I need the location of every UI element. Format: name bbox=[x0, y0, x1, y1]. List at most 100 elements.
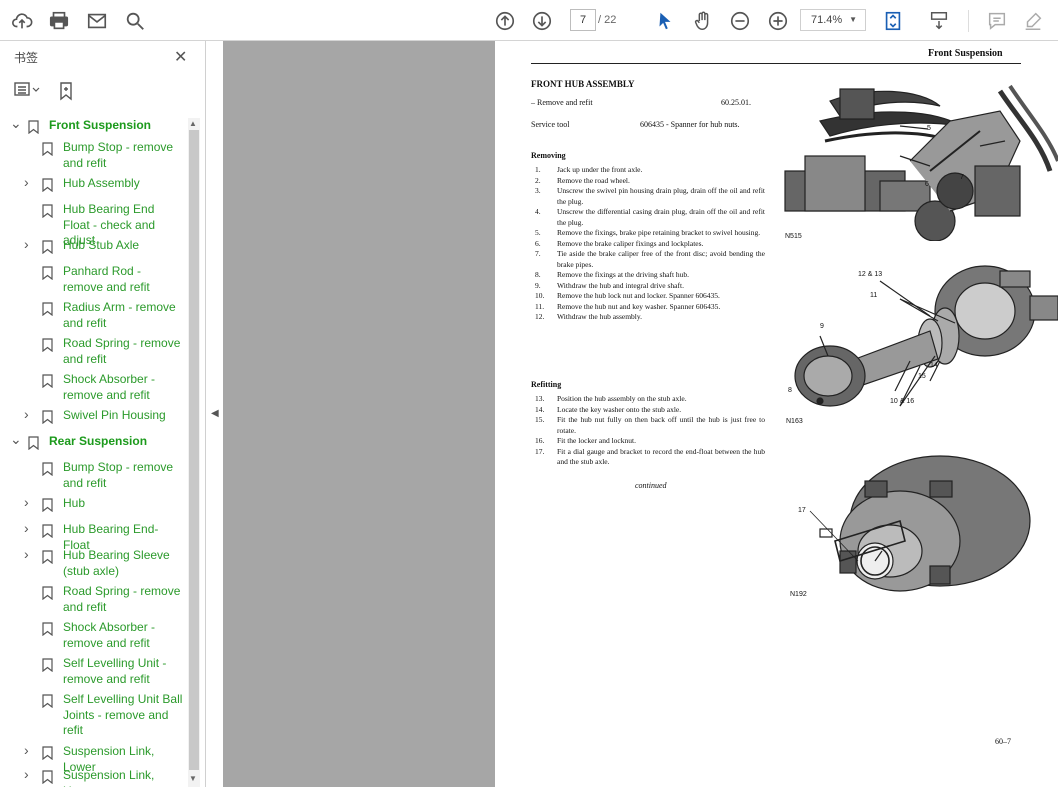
step-text: Fit the hub nut fully on then back off u… bbox=[557, 415, 765, 435]
bookmark-label: Road Spring - remove and refit bbox=[63, 336, 181, 366]
procedure-step: 11.Remove the hub nut and key washer. Sp… bbox=[531, 302, 765, 313]
figure-callout: 10 & 16 bbox=[890, 398, 915, 405]
bookmark-label: Swivel Pin Housing bbox=[63, 408, 166, 422]
procedure-step: 1.Jack up under the front axle. bbox=[531, 165, 765, 176]
bookmark-icon bbox=[42, 462, 53, 477]
bookmark-icon bbox=[42, 302, 53, 317]
page-header: Front Suspension bbox=[928, 48, 1003, 59]
bookmark-label: Suspension Link, Lower bbox=[63, 744, 155, 774]
figure-hub-exploded-illustration: 12 & 13 11 9 8 15 14 10 & 16 N163 bbox=[780, 261, 1058, 431]
step-text: Remove the hub lock nut and locker. Span… bbox=[557, 291, 720, 300]
figure-dial-gauge-illustration: 17 N192 bbox=[780, 451, 1058, 601]
keyboard-scroll-icon[interactable] bbox=[926, 8, 952, 34]
bookmark-label: Bump Stop - remove and refit bbox=[63, 140, 174, 170]
bookmark-label: Hub bbox=[63, 496, 86, 510]
highlighter-pen-icon[interactable] bbox=[1020, 8, 1046, 34]
bookmark-icon bbox=[28, 436, 39, 451]
bookmark-label: Shock Absorber - remove and refit bbox=[63, 372, 156, 402]
step-text: Withdraw the hub and integral drive shaf… bbox=[557, 280, 684, 290]
hand-tool-icon[interactable] bbox=[690, 8, 716, 34]
procedure-step: 3.Unscrew the swivel pin housing drain p… bbox=[531, 186, 765, 207]
procedure-step: 5.Remove the fixings, brake pipe retaini… bbox=[531, 228, 765, 239]
scroll-down-icon[interactable]: ▼ bbox=[189, 774, 197, 783]
procedure-step: 16.Fit the locker and locknut. bbox=[531, 436, 765, 447]
figure-callout: 9 bbox=[820, 323, 824, 330]
figure-suspension-illustration: 5 6 7 N515 bbox=[780, 81, 1058, 242]
close-icon[interactable]: ✕ bbox=[174, 49, 188, 66]
fit-page-icon[interactable] bbox=[880, 8, 906, 34]
toolbar: 7 / 22 71.4% ▼ bbox=[0, 0, 1058, 41]
bookmark-icon bbox=[42, 338, 53, 353]
figure-callout: 17 bbox=[798, 507, 806, 514]
bookmark-label: Hub Bearing Sleeve (stub axle) bbox=[63, 548, 170, 578]
bookmark-icon bbox=[42, 498, 53, 513]
bookmark-icon bbox=[42, 746, 53, 761]
zoom-in-icon[interactable] bbox=[765, 8, 791, 34]
procedure-step: 6.Remove the brake caliper fixings and l… bbox=[531, 239, 765, 250]
remove-refit-text: – Remove and refit bbox=[531, 98, 593, 107]
scroll-up-icon[interactable]: ▲ bbox=[189, 119, 197, 128]
procedure-step: 7.Tie aside the brake caliper free of th… bbox=[531, 249, 765, 270]
mail-icon[interactable] bbox=[84, 8, 110, 34]
chevron-right-icon[interactable]: › bbox=[24, 742, 29, 758]
bookmark-label: Hub Stub Axle bbox=[63, 238, 140, 252]
comment-icon[interactable] bbox=[984, 8, 1010, 34]
chevron-right-icon[interactable]: › bbox=[24, 520, 29, 536]
bookmark-icon bbox=[42, 586, 53, 601]
previous-page-icon[interactable] bbox=[492, 8, 518, 34]
zoom-level-select[interactable]: 71.4% ▼ bbox=[800, 9, 866, 31]
panel-title: 书签 bbox=[14, 51, 39, 65]
zoom-out-icon[interactable] bbox=[727, 8, 753, 34]
scrollbar-thumb[interactable] bbox=[189, 130, 199, 770]
section-title: FRONT HUB ASSEMBLY bbox=[531, 79, 635, 89]
bookmark-icon bbox=[42, 694, 53, 709]
bookmark-label: Self Levelling Unit - remove and refit bbox=[63, 656, 167, 686]
step-number: 6. bbox=[535, 238, 541, 248]
header-rule bbox=[531, 63, 1021, 64]
zoom-level-value: 71.4% bbox=[811, 14, 843, 26]
chevron-down-icon[interactable]: ⌄ bbox=[10, 431, 22, 447]
step-number: 1. bbox=[535, 165, 541, 174]
continued-note: continued bbox=[635, 481, 667, 490]
sidebar-collapse-strip[interactable]: ◀ bbox=[206, 41, 223, 787]
print-icon[interactable] bbox=[46, 8, 72, 34]
chevron-right-icon[interactable]: › bbox=[24, 494, 29, 510]
page-number-input[interactable]: 7 bbox=[570, 9, 596, 31]
step-number: 9. bbox=[535, 280, 541, 290]
collapse-panel-icon[interactable]: ◀ bbox=[211, 408, 219, 419]
operation-code: 60.25.01. bbox=[721, 98, 751, 107]
procedure-step: 14.Locate the key washer onto the stub a… bbox=[531, 405, 765, 416]
select-cursor-icon[interactable] bbox=[652, 8, 678, 34]
chevron-right-icon[interactable]: › bbox=[24, 766, 29, 782]
next-page-icon[interactable] bbox=[529, 8, 555, 34]
chevron-right-icon[interactable]: › bbox=[24, 546, 29, 562]
bookmark-label: Bump Stop - remove and refit bbox=[63, 460, 174, 490]
figure-callout: 14 bbox=[930, 362, 938, 369]
toolbar-divider bbox=[968, 10, 969, 32]
procedure-step: 10.Remove the hub lock nut and locker. S… bbox=[531, 291, 765, 302]
chevron-right-icon[interactable]: › bbox=[24, 236, 29, 252]
bookmark-label: Hub Assembly bbox=[63, 176, 140, 190]
upload-cloud-icon[interactable] bbox=[9, 8, 35, 34]
bookmark-icon bbox=[42, 142, 53, 157]
expand-bookmark-icon[interactable] bbox=[58, 81, 76, 104]
figure-callout: 7 bbox=[960, 174, 964, 181]
step-text: Position the hub assembly on the stub ax… bbox=[557, 394, 687, 403]
chevron-right-icon[interactable]: › bbox=[24, 174, 29, 190]
chevron-down-icon[interactable]: ⌄ bbox=[10, 118, 22, 131]
figure-callout: 12 & 13 bbox=[858, 271, 883, 278]
procedure-step: 13.Position the hub assembly on the stub… bbox=[531, 394, 765, 405]
figure-callout: 5 bbox=[927, 125, 931, 132]
procedure-step: 4.Unscrew the differential casing drain … bbox=[531, 207, 765, 228]
bookmark-label: Rear Suspension bbox=[49, 434, 148, 448]
options-menu-icon[interactable] bbox=[14, 81, 40, 100]
chevron-right-icon[interactable]: › bbox=[24, 406, 29, 422]
step-text: Fit the locker and locknut. bbox=[557, 436, 636, 445]
search-icon[interactable] bbox=[122, 8, 148, 34]
step-number: 3. bbox=[535, 186, 541, 195]
bookmark-scrollbar[interactable]: ▲ ▼ bbox=[188, 118, 200, 787]
step-number: 5. bbox=[535, 228, 541, 237]
step-text: Unscrew the differential casing drain pl… bbox=[557, 207, 765, 227]
